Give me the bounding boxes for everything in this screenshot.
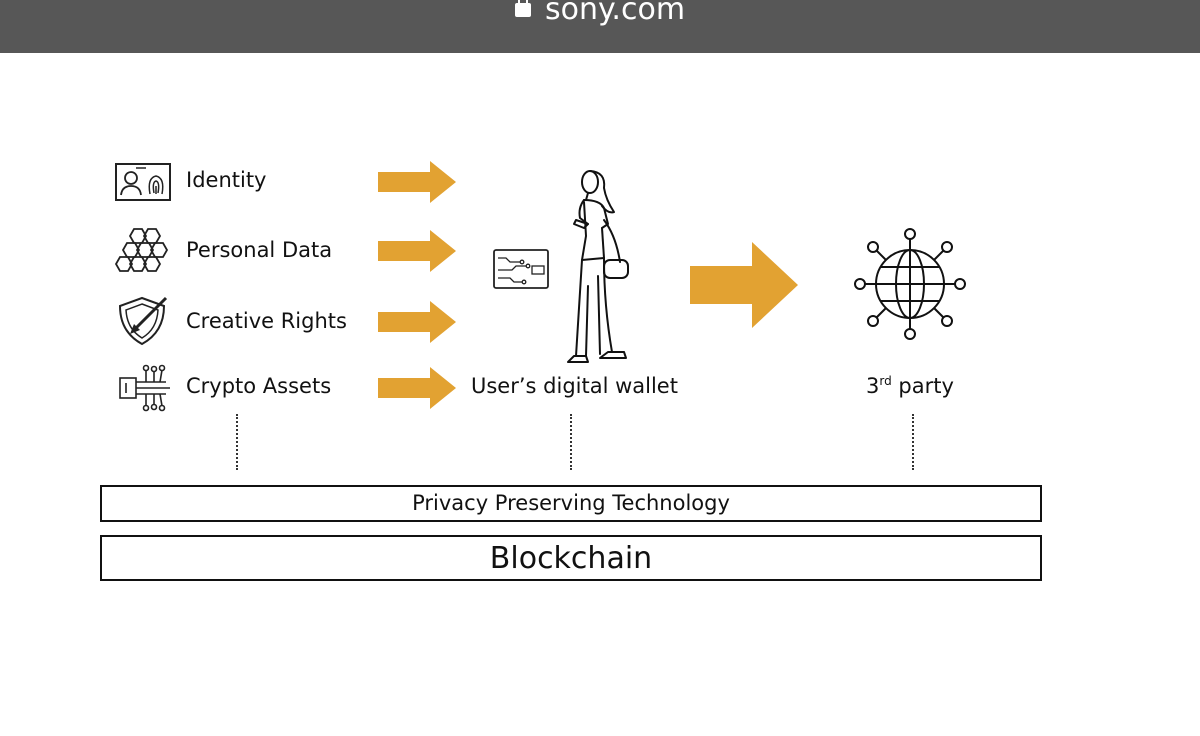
arrow-identity — [378, 161, 456, 203]
globe-network-icon — [854, 228, 966, 340]
lock-icon — [514, 0, 531, 17]
shield-pen-icon — [118, 296, 168, 346]
third-party-word: party — [891, 374, 954, 398]
third-party-label: 3rd party — [866, 374, 954, 398]
third-party-ordinal: rd — [879, 374, 892, 388]
wallet-card-icon — [493, 249, 549, 289]
arrow-crypto-assets — [378, 367, 456, 409]
url-display[interactable]: sony.com — [0, 0, 1200, 30]
input-label-creative-rights: Creative Rights — [186, 309, 347, 333]
person-icon — [567, 170, 629, 363]
connector-third-party — [912, 414, 914, 470]
input-label-crypto-assets: Crypto Assets — [186, 374, 332, 398]
blockchain-layer-box: Blockchain — [100, 535, 1042, 581]
input-label-identity: Identity — [186, 168, 267, 192]
circuit-chip-icon — [119, 364, 170, 412]
arrow-wallet-to-third-party — [690, 242, 798, 328]
id-card-fingerprint-icon — [115, 163, 171, 201]
browser-address-bar: sony.com — [0, 0, 1200, 53]
wallet-label: User’s digital wallet — [471, 374, 678, 398]
third-party-number: 3 — [866, 374, 880, 398]
arrow-personal-data — [378, 230, 456, 272]
connector-inputs — [236, 414, 238, 470]
privacy-layer-box: Privacy Preserving Technology — [100, 485, 1042, 522]
domain-text: sony.com — [544, 0, 686, 27]
connector-wallet — [570, 414, 572, 470]
hexagon-cluster-icon — [114, 228, 169, 272]
arrow-creative-rights — [378, 301, 456, 343]
input-label-personal-data: Personal Data — [186, 238, 333, 262]
